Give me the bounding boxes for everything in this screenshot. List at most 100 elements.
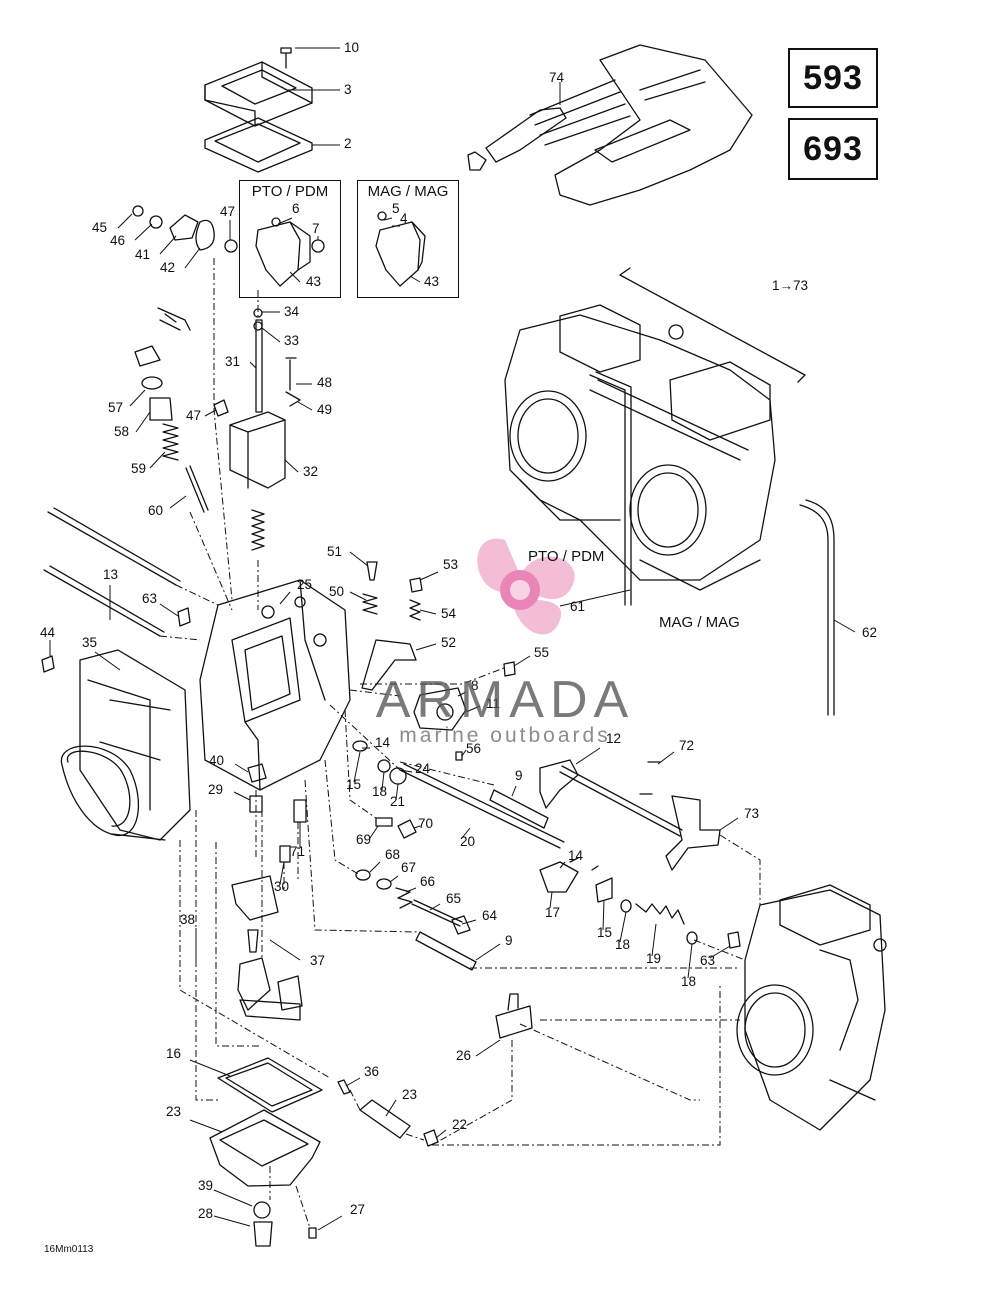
leader-line — [385, 1099, 397, 1117]
leader-line — [457, 691, 467, 697]
top-cover-gasket — [204, 117, 313, 173]
screw-10 — [280, 47, 292, 69]
watermark-propeller-logo — [477, 538, 575, 635]
leader-line — [277, 217, 293, 225]
part-callout-31: 31 — [225, 354, 240, 369]
needle-31 — [255, 319, 263, 413]
part-callout-37: 37 — [310, 953, 325, 968]
throttle-shaft-20 — [399, 763, 565, 849]
part-callout-7: 7 — [312, 221, 320, 236]
leader-line — [559, 589, 631, 607]
leader-line — [234, 763, 249, 773]
leader-line — [289, 271, 301, 283]
leader-line — [159, 603, 179, 617]
figure-code: 16Mm0113 — [44, 1244, 94, 1255]
part-callout-66: 66 — [420, 874, 435, 889]
part-callout-47: 47 — [186, 408, 201, 423]
part-callout-13: 13 — [103, 567, 118, 582]
cable-housing — [157, 307, 191, 331]
part-callout-45: 45 — [92, 220, 107, 235]
part-callout-23: 23 — [166, 1104, 181, 1119]
leader-line — [465, 705, 481, 713]
part-callout-49: 49 — [317, 402, 332, 417]
leader-line — [345, 1077, 361, 1087]
float-bowl-39 — [209, 1109, 321, 1187]
part-callout-27: 27 — [350, 1202, 365, 1217]
part-callout-58: 58 — [114, 424, 129, 439]
part-callout-11: 11 — [486, 696, 500, 711]
part-callout-41: 41 — [135, 247, 150, 262]
part-callout-19: 19 — [646, 951, 661, 966]
leader-line — [369, 861, 381, 873]
leader-line — [149, 451, 166, 469]
choke-cable-62-right — [799, 499, 835, 716]
part-callout-56: 56 — [466, 741, 481, 756]
float-38 — [237, 957, 271, 1011]
model-badge-693: 693 — [788, 118, 878, 180]
leader-line — [833, 619, 856, 633]
leader-line — [204, 409, 217, 417]
part-callout-67: 67 — [401, 860, 416, 875]
inset-pto-pdm: PTO / PDM — [239, 180, 341, 298]
leader-line — [317, 1215, 343, 1231]
part-callout-18: 18 — [372, 784, 387, 799]
leader-line — [419, 571, 439, 581]
part-callout-52: 52 — [441, 635, 456, 650]
leader-line — [559, 861, 566, 869]
part-callout-18: 18 — [681, 974, 696, 989]
part-callout-51: 51 — [327, 544, 342, 559]
leader-line — [279, 591, 291, 605]
inset-pto-pdm-title: PTO / PDM — [251, 183, 329, 200]
part-callout-14: 14 — [568, 848, 584, 863]
part-callout-10: 10 — [344, 40, 359, 55]
leader-line — [233, 791, 251, 801]
part-callout-18: 18 — [615, 937, 630, 952]
leader-line — [399, 769, 413, 773]
lever-52 — [361, 639, 417, 691]
leader-line — [349, 551, 369, 567]
leader-line — [719, 817, 739, 831]
part-callout-71: 71 — [290, 844, 305, 859]
leader-line — [213, 1215, 251, 1227]
leader-line — [687, 943, 693, 979]
part-callout-43: 43 — [306, 274, 321, 289]
part-callout-26: 26 — [456, 1048, 471, 1063]
leader-line — [461, 919, 477, 925]
part-callout-48: 48 — [317, 375, 332, 390]
leader-line — [549, 891, 553, 909]
leader-line — [575, 747, 601, 765]
label-mag-mag: MAG / MAG — [659, 614, 740, 631]
part-callout-69: 69 — [356, 832, 371, 847]
t-fitting-16 — [495, 993, 533, 1039]
leader-line — [511, 785, 517, 797]
part-callout-28: 28 — [198, 1206, 213, 1221]
leader-line — [415, 643, 437, 651]
leader-line — [419, 609, 437, 615]
part-callout-73: 73 — [744, 806, 759, 821]
part-callout-70: 70 — [418, 816, 433, 831]
leader-line — [117, 213, 133, 229]
tool-kit — [554, 44, 753, 206]
part-callout-33: 33 — [284, 333, 299, 348]
leader-line — [353, 751, 361, 783]
leader-line — [213, 1189, 253, 1207]
part-callout-40: 40 — [209, 753, 224, 768]
leader-line — [261, 327, 281, 343]
leader-line — [619, 911, 627, 943]
leader-line — [249, 361, 257, 369]
part-callout-39: 39 — [198, 1178, 213, 1193]
leader-line — [134, 223, 153, 241]
label-pto-pdm: PTO / PDM — [528, 548, 604, 565]
leader-line — [409, 275, 421, 283]
part-callout-38: 38 — [180, 912, 195, 927]
part-callout-50: 50 — [329, 584, 344, 599]
label-assembly-range: 1→73 — [772, 278, 808, 293]
model-badge-593: 593 — [788, 48, 878, 108]
part-callout-16: 16 — [166, 1046, 181, 1061]
part-callout-2: 2 — [344, 136, 352, 151]
part-callout-9: 9 — [505, 933, 513, 948]
leader-line — [389, 875, 399, 883]
spring-19 — [635, 903, 685, 925]
inset-mag-mag: MAG / MAG — [357, 180, 459, 298]
